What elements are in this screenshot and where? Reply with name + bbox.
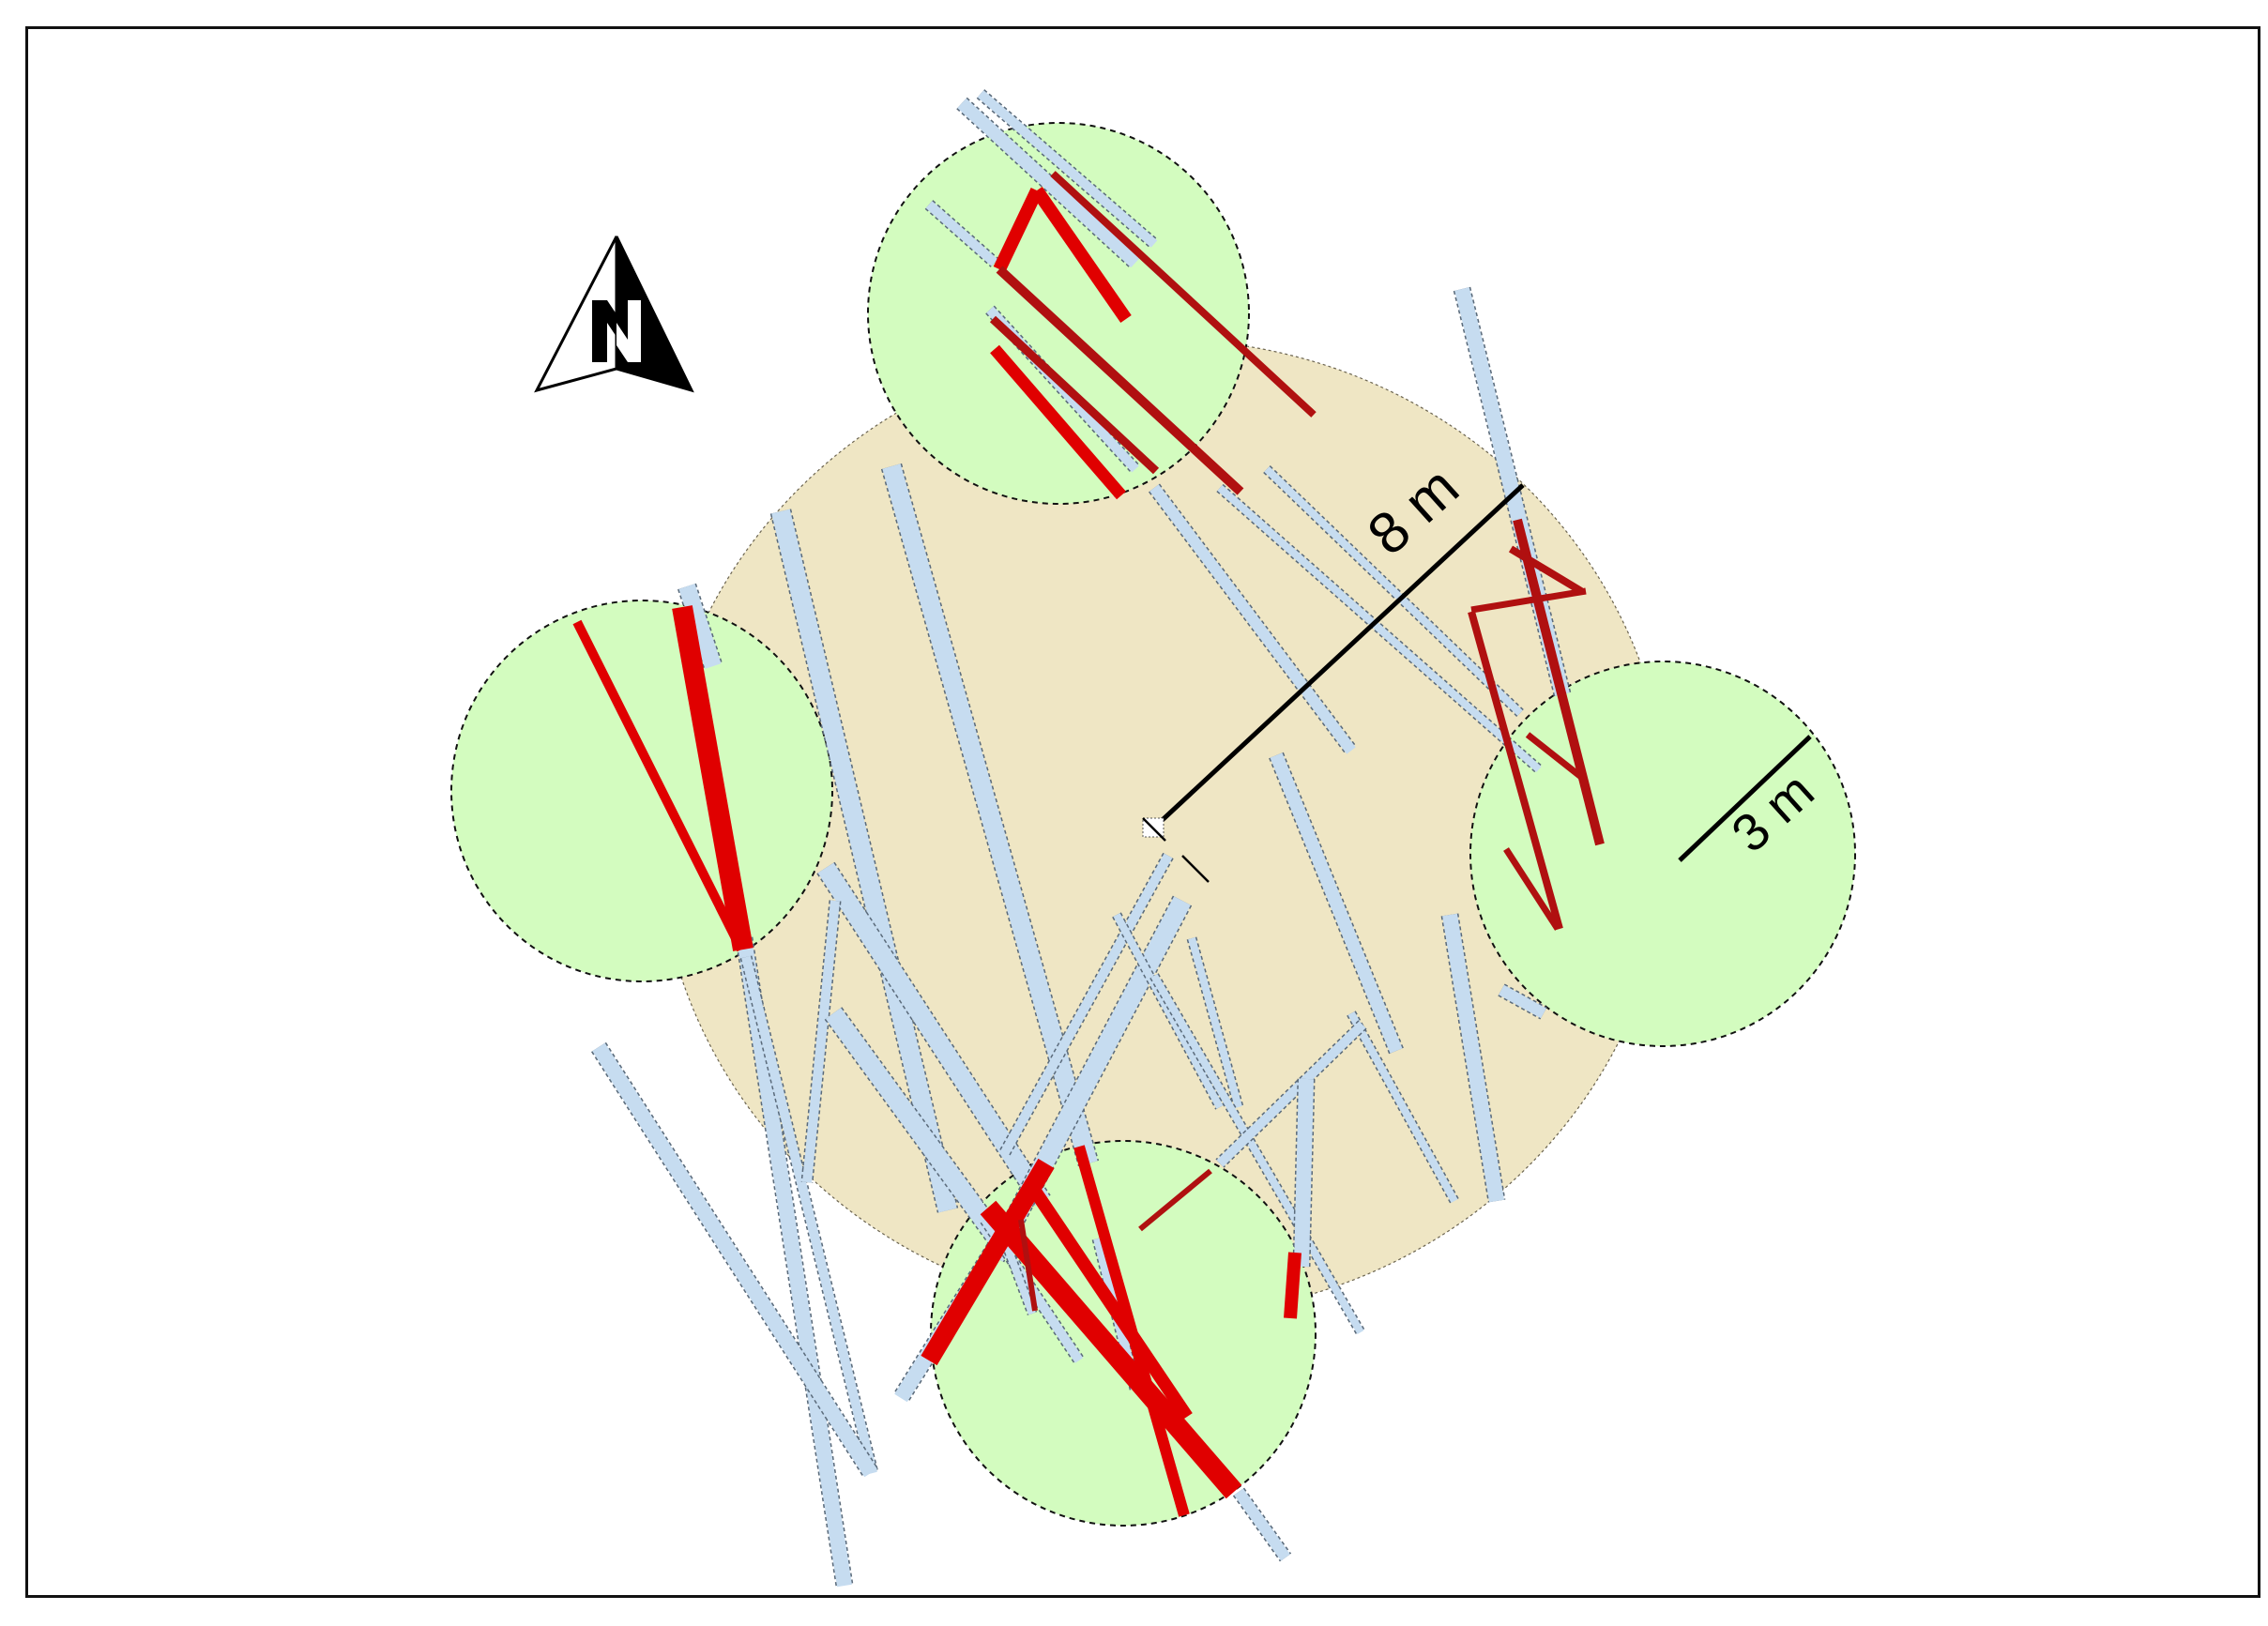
sampled-section <box>990 344 1126 500</box>
log <box>976 89 1159 249</box>
log <box>1216 483 1543 774</box>
log <box>1149 973 1365 1335</box>
log <box>998 852 1174 1158</box>
log <box>769 509 959 1213</box>
log <box>739 955 879 1475</box>
subplot-west <box>450 600 833 982</box>
sampled-section <box>1508 545 1584 595</box>
sampled-section <box>996 266 1244 495</box>
sampled-section <box>1018 1219 1038 1312</box>
log <box>1186 936 1244 1109</box>
sampled-section <box>1513 518 1605 846</box>
sampled-section <box>672 605 753 951</box>
log <box>800 900 842 1183</box>
log <box>1292 1078 1316 1268</box>
sampled-section <box>1468 610 1563 931</box>
log <box>1149 483 1357 755</box>
log <box>956 97 1141 269</box>
log <box>1347 1011 1459 1204</box>
sampled-section <box>921 1158 1055 1366</box>
sampled-section <box>1525 732 1584 780</box>
sampled-section <box>1050 171 1317 418</box>
sampled-section <box>989 315 1160 475</box>
sampled-section <box>1503 847 1560 931</box>
log <box>1263 465 1524 717</box>
log <box>1498 983 1547 1020</box>
sampled-section <box>1138 1168 1212 1232</box>
sampled-section <box>1470 587 1587 614</box>
log <box>590 1041 879 1479</box>
log <box>880 463 1100 1167</box>
log <box>1269 752 1404 1055</box>
sampled-section <box>1284 1252 1301 1319</box>
log <box>1440 913 1506 1203</box>
log <box>998 1237 1038 1315</box>
plot-center-marker <box>1142 817 1210 883</box>
north-arrow-icon <box>534 236 694 393</box>
subplot-east <box>1469 661 1856 1047</box>
log <box>677 583 723 670</box>
log <box>735 936 854 1588</box>
log <box>824 1007 1013 1254</box>
log <box>924 200 999 267</box>
sampled-section <box>1073 1145 1190 1517</box>
log <box>1215 1020 1367 1168</box>
sampled-section <box>993 187 1043 273</box>
sampled-section <box>1027 1183 1193 1421</box>
sampled-section <box>1031 187 1132 323</box>
log <box>1232 1487 1292 1562</box>
sampled-log-sections <box>572 171 1605 1517</box>
sampled-section <box>572 619 746 952</box>
log <box>1112 912 1225 1110</box>
